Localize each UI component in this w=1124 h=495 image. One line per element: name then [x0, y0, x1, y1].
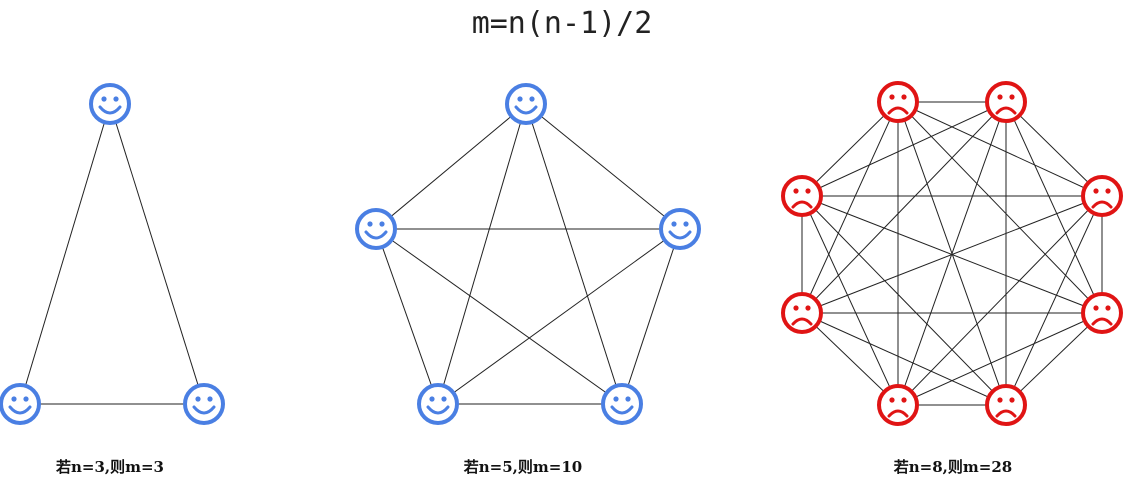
edge [1005, 195, 1103, 406]
edge [801, 101, 1007, 197]
edge [801, 312, 899, 406]
edge [109, 103, 205, 405]
smiley-face-icon [601, 383, 643, 425]
caption-graph-8: 若n=8,则m=28 [893, 458, 1013, 476]
smiley-face-icon [355, 208, 397, 250]
smiley-face-icon [659, 208, 701, 250]
sad-face-icon [1081, 175, 1123, 217]
edge [801, 101, 899, 197]
edge [1005, 101, 1103, 197]
smiley-face-icon [89, 83, 131, 125]
graph-n5 [355, 83, 701, 425]
graph-n3 [0, 83, 225, 425]
sad-face-icon [1081, 292, 1123, 334]
caption-graph-5: 若n=5,则m=10 [463, 458, 583, 476]
smiley-face-icon [0, 383, 41, 425]
edge [801, 195, 899, 406]
sad-face-icon [781, 175, 823, 217]
edges [19, 103, 205, 405]
edge [801, 101, 1007, 314]
edge [801, 101, 899, 314]
smiley-face-icon [505, 83, 547, 125]
formula-title: m=n(n-1)/2 [471, 6, 653, 41]
edges [375, 103, 681, 405]
edge [375, 228, 623, 405]
edge [437, 103, 527, 405]
edge [897, 312, 1103, 406]
edge [375, 228, 439, 405]
edge [801, 195, 1103, 314]
edge [19, 103, 111, 405]
edge [525, 103, 623, 405]
edge [375, 103, 527, 230]
edge [801, 312, 1007, 406]
edge [621, 228, 681, 405]
edge [897, 101, 1103, 197]
sad-face-icon [877, 384, 919, 426]
edge [1005, 312, 1103, 406]
edge [897, 101, 1007, 406]
smiley-face-icon [417, 383, 459, 425]
edge [897, 101, 1103, 314]
sad-face-icon [985, 81, 1027, 123]
sad-face-icon [985, 384, 1027, 426]
edge [525, 103, 681, 230]
edge [1005, 101, 1103, 314]
smiley-face-icon [183, 383, 225, 425]
caption-graph-3: 若n=3,则m=3 [55, 458, 164, 476]
edges [801, 101, 1103, 406]
sad-face-icon [781, 292, 823, 334]
graph-n8 [781, 81, 1123, 426]
edge [801, 195, 1007, 406]
edge [897, 195, 1103, 406]
edge [437, 228, 681, 405]
sad-face-icon [877, 81, 919, 123]
